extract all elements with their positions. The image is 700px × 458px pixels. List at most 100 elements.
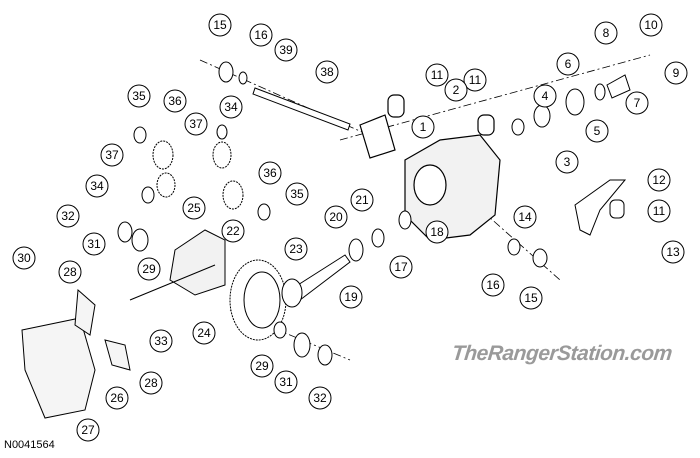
- cover-and-brackets: [21, 288, 131, 419]
- callout-number: 24: [197, 326, 211, 340]
- callout-circle: [105, 386, 129, 410]
- callout-circle: [533, 84, 557, 108]
- callout-number: 27: [81, 423, 95, 437]
- callout-11: 11: [425, 63, 449, 87]
- callout-number: 39: [279, 43, 293, 57]
- callout-15: 15: [519, 286, 543, 310]
- callout-34: 34: [85, 174, 109, 198]
- callout-circle: [425, 220, 449, 244]
- callout-number: 4: [542, 89, 549, 103]
- callout-number: 34: [224, 100, 238, 114]
- callout-22: 22: [221, 219, 245, 243]
- callout-number: 2: [453, 83, 460, 97]
- watermark: TheRangerStation.com: [450, 342, 674, 365]
- callout-25: 25: [182, 196, 206, 220]
- callout-circle: [149, 329, 173, 353]
- callout-circle: [444, 78, 468, 102]
- callout-circle: [85, 174, 109, 198]
- callout-number: 15: [524, 291, 538, 305]
- callout-1: 1: [411, 115, 435, 139]
- callout-number: 5: [594, 124, 601, 138]
- callout-19: 19: [339, 285, 363, 309]
- callout-circle: [647, 199, 671, 223]
- callout-circle: [647, 168, 671, 192]
- callout-20: 20: [324, 205, 348, 229]
- callout-number: 33: [154, 334, 168, 348]
- callout-number: 36: [168, 94, 182, 108]
- axle-shaft: [218, 61, 351, 131]
- callout-11: 11: [463, 68, 487, 92]
- callout-circle: [625, 91, 649, 115]
- callout-number: 28: [63, 265, 77, 279]
- callout-circle: [350, 188, 374, 212]
- callout-29: 29: [137, 257, 161, 281]
- callout-circle: [661, 240, 685, 264]
- callout-circle: [339, 285, 363, 309]
- callout-36: 36: [163, 89, 187, 113]
- callout-10: 10: [639, 13, 663, 37]
- callout-circle: [249, 23, 273, 47]
- callout-number: 8: [603, 26, 610, 40]
- callout-circle: [639, 13, 663, 37]
- callout-circle: [274, 38, 298, 62]
- callout-16: 16: [249, 23, 273, 47]
- callout-4: 4: [533, 84, 557, 108]
- callout-circle: [308, 386, 332, 410]
- callout-circle: [585, 119, 609, 143]
- callout-circle: [594, 21, 618, 45]
- callout-circle: [664, 61, 688, 85]
- callout-23: 23: [284, 237, 308, 261]
- callout-circle: [208, 13, 232, 37]
- callout-28: 28: [58, 260, 82, 284]
- callout-26: 26: [105, 386, 129, 410]
- callout-number: 38: [320, 65, 334, 79]
- callout-number: 31: [279, 375, 293, 389]
- callout-number: 6: [565, 57, 572, 71]
- callout-circle: [519, 286, 543, 310]
- callout-31: 31: [274, 370, 298, 394]
- callout-number: 20: [329, 210, 343, 224]
- callout-15: 15: [208, 13, 232, 37]
- callout-34: 34: [219, 95, 243, 119]
- callout-17: 17: [389, 255, 413, 279]
- callout-circle: [513, 205, 537, 229]
- callout-29: 29: [250, 354, 274, 378]
- vent-bracket: [574, 179, 627, 236]
- callout-circle: [182, 196, 206, 220]
- callout-24: 24: [192, 321, 216, 345]
- callout-circle: [221, 219, 245, 243]
- callout-circle: [389, 255, 413, 279]
- callout-number: 28: [144, 376, 158, 390]
- callout-number: 32: [61, 209, 75, 223]
- callout-circle: [324, 205, 348, 229]
- callout-circle: [481, 273, 505, 297]
- callout-27: 27: [76, 418, 100, 442]
- callout-number: 29: [142, 262, 156, 276]
- callout-number: 16: [486, 278, 500, 292]
- callout-number: 25: [187, 201, 201, 215]
- callout-circle: [250, 354, 274, 378]
- callout-33: 33: [149, 329, 173, 353]
- callout-circle: [284, 237, 308, 261]
- callout-circle: [56, 204, 80, 228]
- callout-circle: [58, 260, 82, 284]
- callout-circle: [163, 89, 187, 113]
- differential-case: [129, 229, 226, 301]
- pinion-flange: [511, 74, 631, 136]
- callout-number: 22: [226, 224, 240, 238]
- callout-number: 13: [666, 245, 680, 259]
- callout-circle: [258, 161, 282, 185]
- figure-id: N0041564: [4, 439, 55, 451]
- callout-30: 30: [12, 246, 36, 270]
- callout-circle: [137, 257, 161, 281]
- callout-9: 9: [664, 61, 688, 85]
- callout-2: 2: [444, 78, 468, 102]
- callout-number: 7: [634, 96, 641, 110]
- callout-number: 11: [431, 68, 444, 82]
- callout-number: 32: [313, 391, 327, 405]
- callout-number: 12: [652, 173, 666, 187]
- callout-circle: [184, 112, 208, 136]
